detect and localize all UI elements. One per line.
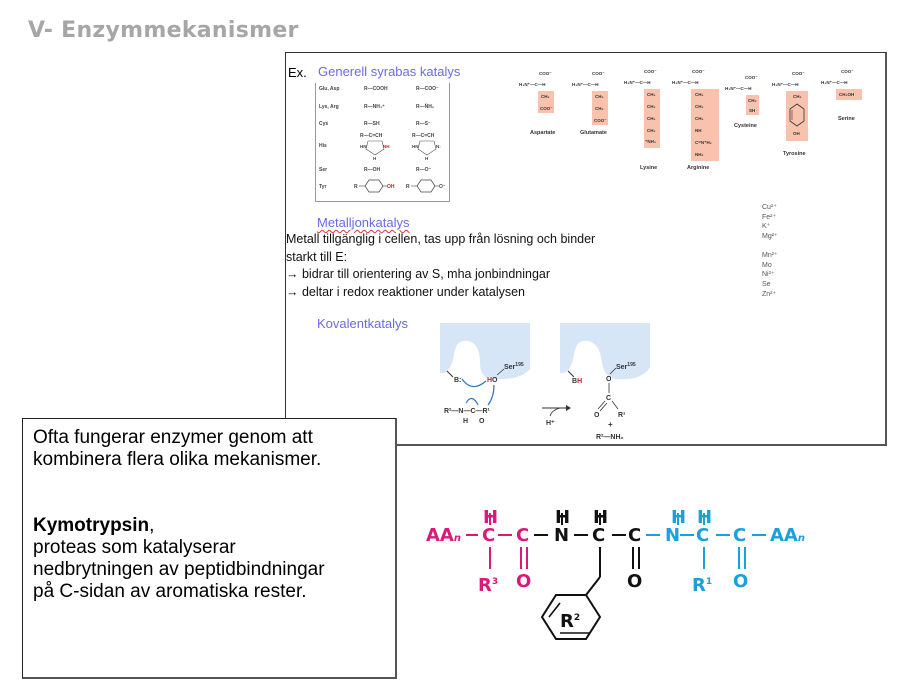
covalent-heading: Kovalentkatalys xyxy=(317,316,409,331)
svg-text:O⁻: O⁻ xyxy=(439,184,446,190)
side-chain-highlight xyxy=(691,89,719,161)
acid-base-table: Glu, Asp R—COOH R—COO⁻ Lys, Arg R—NH₃⁺ R… xyxy=(315,83,450,202)
phenol-structure-icon: R OH xyxy=(354,179,395,193)
svg-text:OH: OH xyxy=(387,184,395,190)
svg-text:H: H xyxy=(425,156,428,161)
svg-text:H: H xyxy=(487,377,492,384)
bullet-redox: → deltar i redox reaktioner under kataly… xyxy=(286,284,526,299)
svg-text:O: O xyxy=(594,412,600,419)
bullet-orientation: → bidrar till orientering av S, mha jonb… xyxy=(286,267,551,281)
mechanisms-figure: Ex. Generell syrabas katalys Glu, Asp R—… xyxy=(285,52,887,446)
svg-text:+: + xyxy=(608,420,613,429)
side-chain-highlight xyxy=(836,89,862,100)
svg-text:B:: B: xyxy=(454,377,461,384)
metal-description: Metall tillgänglig i cellen, tas upp frå… xyxy=(286,231,595,301)
imidazole-structure-icon: R—C=CH HN N: H xyxy=(412,133,441,161)
side-chain-highlight xyxy=(746,95,759,115)
svg-text:O: O xyxy=(606,376,612,383)
svg-text:BH: BH xyxy=(572,378,582,385)
svg-text:NH: NH xyxy=(383,144,390,149)
acid-base-heading-text: Generell syrabas katalys xyxy=(318,64,461,79)
r3-group: R3 xyxy=(478,575,499,596)
svg-text:C: C xyxy=(606,395,611,402)
svg-text:Ser195: Ser195 xyxy=(504,362,524,371)
svg-text:HN: HN xyxy=(360,144,367,149)
phenolate-structure-icon: R O⁻ xyxy=(406,179,446,193)
aa-n-terminus: AAn xyxy=(426,525,461,546)
svg-text:R—C=CH: R—C=CH xyxy=(360,133,383,139)
svg-text:H⁺: H⁺ xyxy=(546,420,555,427)
svg-text:O: O xyxy=(492,377,498,384)
side-chain-highlight xyxy=(786,91,808,141)
svg-text:H: H xyxy=(373,156,376,161)
enzyme-pocket-left xyxy=(440,323,530,380)
covalent-mechanism-diagram: B: H O Ser195 R²—N—C—R¹ H O H⁺ BH Ser195… xyxy=(440,323,650,441)
svg-text:R: R xyxy=(406,184,410,190)
chymotrypsin-textbox: Ofta fungerar enzymer genom att kombiner… xyxy=(22,418,397,679)
svg-text:H: H xyxy=(463,418,468,425)
r2-aromatic-group: R2 xyxy=(560,611,581,632)
aa-c-terminus: AAn xyxy=(770,525,805,546)
svg-text:R¹: R¹ xyxy=(618,412,626,419)
svg-text:N:: N: xyxy=(436,144,441,149)
acid-base-heading: Generell syrabas katalys xyxy=(318,64,460,79)
svg-text:O: O xyxy=(479,418,485,425)
side-chain-highlight xyxy=(644,89,660,148)
r1-group: R1 xyxy=(692,575,713,596)
enzyme-pocket-right xyxy=(560,323,650,380)
metal-ion-list: Cu²⁺ Fe²⁺ K⁺ Mg²⁺ Mn²⁺ Mo Ni²⁺ Se Zn²⁺ xyxy=(762,204,778,298)
svg-text:R: R xyxy=(354,184,358,190)
metal-heading: Metalljonkatalys xyxy=(317,215,410,230)
svg-text:HN: HN xyxy=(412,144,419,149)
svg-text:R²—N—C—R¹: R²—N—C—R¹ xyxy=(444,408,491,415)
svg-text:R—C=CH: R—C=CH xyxy=(412,133,435,139)
enzyme-name: Kymotrypsin xyxy=(33,515,150,536)
imidazolium-structure-icon: R—C=CH HN NH H xyxy=(360,133,390,161)
peptide-chain-structure: AAn H C R3 C O H N H C C O R2 H N H C R1… xyxy=(420,505,820,665)
ex-label: Ex. xyxy=(288,65,307,80)
svg-text:R²—NH₂: R²—NH₂ xyxy=(596,434,624,441)
svg-text:Ser195: Ser195 xyxy=(616,362,636,371)
side-chain-highlight xyxy=(538,91,554,113)
side-chain-highlight xyxy=(592,91,608,125)
peptide-bonds xyxy=(466,513,766,640)
slide-title: V- Enzymmekanismer xyxy=(28,18,299,43)
benzene-ring-icon xyxy=(789,103,805,127)
